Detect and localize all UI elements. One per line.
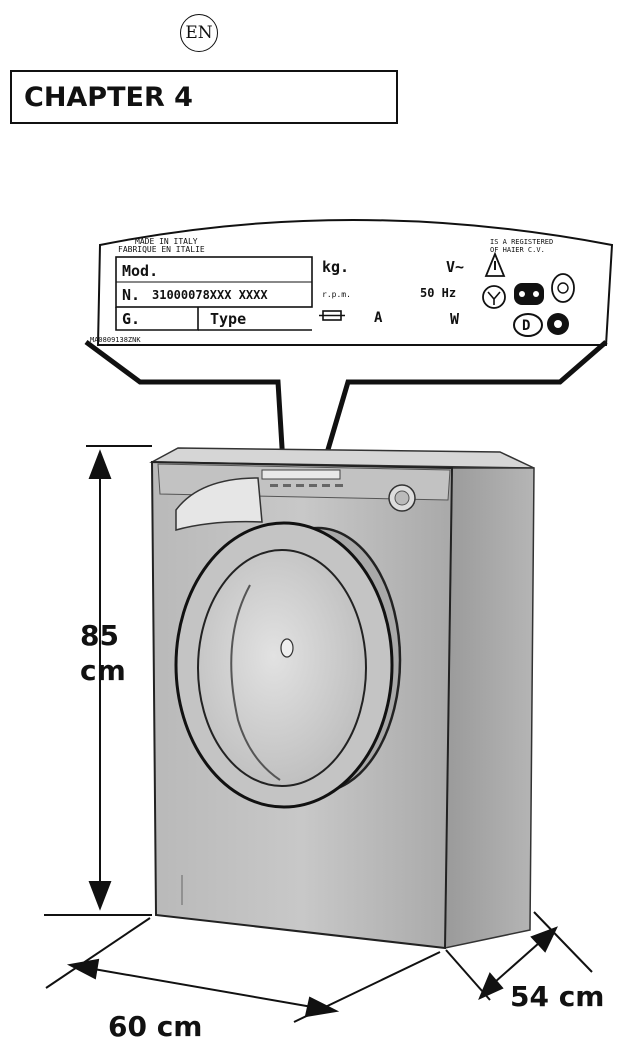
fuse-icon [319, 310, 345, 321]
n-label: N. [122, 286, 140, 304]
mod-label: Mod. [122, 262, 158, 280]
amp-label: A [374, 310, 383, 326]
recycling-mark-icon [547, 313, 569, 335]
depth-dimension [445, 911, 593, 1001]
height-unit: cm [80, 654, 126, 687]
safety-mark-icon [551, 273, 575, 303]
language-badge: EN [180, 14, 218, 52]
registered-line-1: IS A REGISTERED [490, 238, 553, 246]
program-knob [388, 484, 416, 512]
rating-plate: MADE IN ITALY FABRIQUE EN ITALIE IS A RE… [90, 219, 614, 346]
certification-mark-icon [482, 285, 506, 309]
rpm-label: r.p.m. [322, 290, 351, 299]
registered-line-2: OF HAIER C.V. [490, 246, 545, 254]
plate-footer-code: MA0809138ZNK [90, 336, 141, 344]
depth-label: 54 cm [510, 980, 605, 1013]
type-label: Type [210, 310, 246, 328]
width-label: 60 cm [108, 1010, 203, 1040]
serial-number: 31000078XXX XXXX [152, 288, 268, 302]
width-dimension [45, 917, 441, 1023]
watt-label: W [450, 310, 460, 328]
made-in-line-1: MADE IN ITALY [135, 237, 198, 246]
g-label: G. [122, 310, 140, 328]
detergent-drawer [175, 477, 263, 531]
svg-text:D: D [522, 318, 530, 334]
hz-label: 50 Hz [420, 286, 456, 300]
kg-label: kg. [322, 258, 349, 276]
height-dimension [44, 445, 152, 916]
made-in-line-2: FABRIQUE EN ITALIE [118, 245, 205, 254]
height-value: 85 [80, 619, 119, 652]
chapter-title: CHAPTER 4 [10, 70, 398, 124]
warning-triangle-icon [484, 251, 506, 277]
approval-mark-icon [514, 283, 544, 305]
washing-machine [149, 447, 535, 950]
volt-label: V~ [446, 258, 464, 276]
d-mark-icon: D [513, 313, 543, 337]
door [174, 521, 402, 809]
